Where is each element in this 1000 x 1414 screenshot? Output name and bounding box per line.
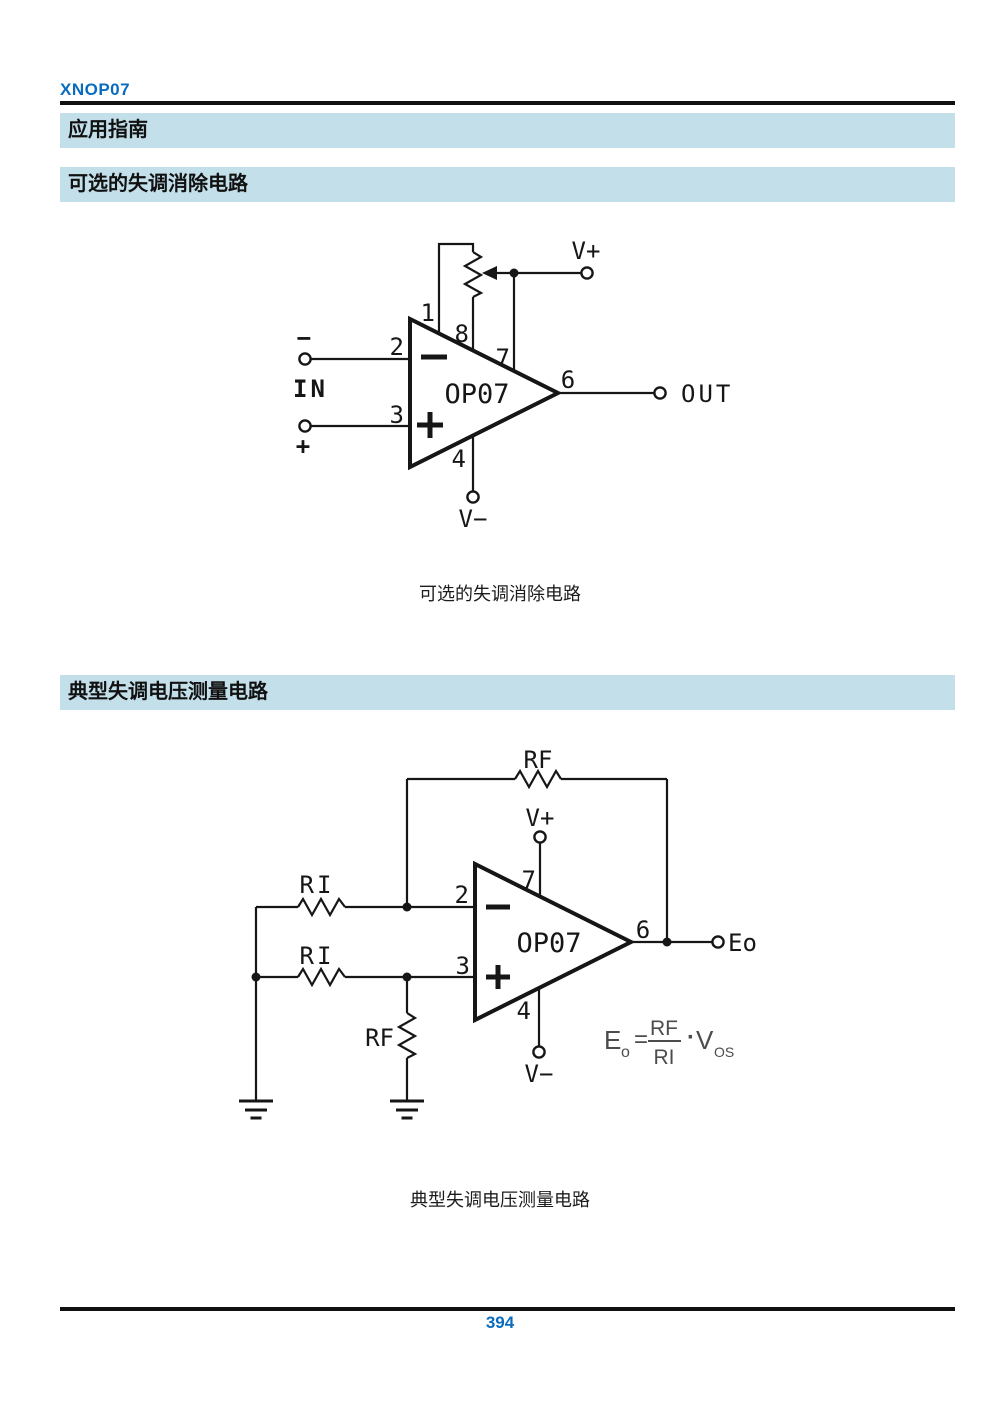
junction-dot (251, 972, 261, 982)
formula-sub-os: OS (714, 1044, 734, 1060)
inverting-input-terminal (298, 352, 312, 366)
noninv-terminal-sign-label: + (296, 432, 310, 460)
junction-dot (402, 972, 412, 982)
ground-icon (390, 1099, 424, 1120)
banner-offset-null: 可选的失调消除电路 (60, 167, 955, 202)
formula-denominator: RI (654, 1046, 675, 1069)
circuit2-symbols (239, 830, 725, 1120)
circuit2-caption: 典型失调电压测量电路 (410, 1190, 590, 1210)
formula-numerator: RF (650, 1017, 678, 1040)
formula-V: V (696, 1025, 714, 1055)
wiper-arrow-icon (482, 266, 497, 280)
noninverting-sign-icon (417, 412, 443, 438)
circuit1-caption: 可选的失调消除电路 (419, 584, 581, 604)
offset-measurement-circuit-diagram: RF RI RI RF V+ 7 2 3 4 V− 6 Eo OP07 E o … (239, 748, 757, 1120)
vminus-terminal (532, 1045, 546, 1059)
noninverting-sign-icon (486, 965, 510, 989)
vplus-terminal (533, 830, 547, 844)
circuit1-symbols (298, 266, 667, 504)
ri-bottom-label: RI (300, 942, 335, 970)
vplus-terminal (580, 266, 594, 280)
formula-dot: · (687, 1024, 695, 1051)
pin1-label: 1 (421, 299, 435, 327)
junction-dot (402, 902, 412, 912)
chip-label: OP07 (444, 379, 509, 410)
vminus-terminal (466, 490, 480, 504)
pin4-label: 4 (452, 445, 466, 473)
in-label: IN (293, 375, 328, 403)
circuit1-wires (311, 242, 654, 491)
noninverting-input-terminal (298, 419, 312, 433)
out-label: OUT (681, 380, 733, 408)
pin6-label: 6 (636, 916, 650, 944)
footer-divider (60, 1307, 955, 1311)
chip-label: OP07 (516, 928, 581, 959)
offset-null-circuit-diagram: − IN + 1 2 3 8 7 6 4 V+ V− OUT OP07 (293, 237, 733, 533)
page-number: 394 (485, 1313, 515, 1332)
formula-sub-o: o (621, 1044, 630, 1061)
rf-shunt-label: RF (365, 1024, 394, 1052)
header-divider (60, 101, 955, 105)
pin2-label: 2 (455, 881, 469, 909)
page-title: XNOP07 (60, 80, 131, 99)
vplus-label: V+ (526, 804, 555, 832)
vplus-label: V+ (572, 237, 601, 265)
pin6-label: 6 (561, 366, 575, 394)
banner-application-guide-label: 应用指南 (68, 119, 148, 141)
circuit2-labels: RF RI RI RF V+ 7 2 3 4 V− 6 Eo OP07 (300, 748, 757, 1088)
pin4-label: 4 (517, 997, 531, 1025)
pin7-label: 7 (496, 344, 510, 372)
pin8-label: 8 (455, 320, 469, 348)
vminus-label: V− (459, 505, 488, 533)
opamp-triangle (408, 315, 563, 471)
pin2-label: 2 (390, 333, 404, 361)
output-terminal (711, 935, 725, 949)
banner-offset-measurement: 典型失调电压测量电路 (60, 675, 955, 710)
banner-application-guide: 应用指南 (60, 113, 955, 148)
junction-dot (509, 268, 519, 278)
output-eo-label: Eo (728, 929, 757, 957)
gain-formula: E o = RF RI · V OS (604, 1017, 734, 1069)
circuit1-labels: − IN + 1 2 3 8 7 6 4 V+ V− OUT OP07 (293, 237, 733, 533)
vminus-label: V− (525, 1060, 554, 1088)
ground-icon (239, 1099, 273, 1120)
pin7-label: 7 (522, 866, 536, 894)
formula-equals: = (634, 1026, 648, 1053)
output-terminal (653, 386, 667, 400)
junction-dot (662, 937, 672, 947)
pin3-label: 3 (390, 401, 404, 429)
banner-offset-measurement-label: 典型失调电压测量电路 (68, 681, 268, 703)
rf-top-label: RF (524, 748, 553, 774)
opamp-triangle (473, 860, 636, 1024)
formula-E: E (604, 1025, 621, 1055)
pin3-label: 3 (456, 952, 470, 980)
inv-terminal-sign-label: − (297, 324, 311, 352)
banner-offset-null-label: 可选的失调消除电路 (68, 173, 248, 195)
ri-top-label: RI (300, 871, 335, 899)
